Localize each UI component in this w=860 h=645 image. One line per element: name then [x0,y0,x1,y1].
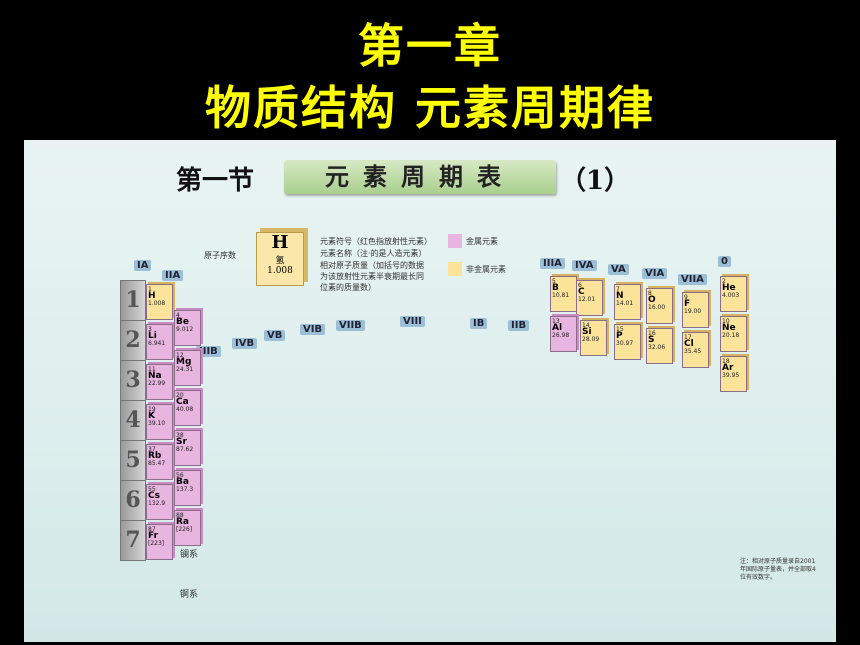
period-label: 1 [120,280,146,321]
period-label: 2 [120,320,146,361]
legend-note-3: 相对原子质量（加括号的数据为该放射性元素半衰期最长同位素的质量数） [320,261,424,292]
group-label: VIIB [336,320,365,331]
period-label: 4 [120,400,146,441]
footnote: 注：相对原子质量录自2001年国际原子量表，并全部取4位有效数字。 [740,558,816,581]
group-label: VIA [642,268,668,279]
group-label: IB [470,318,488,329]
group-label: IIA [162,270,184,281]
legend-note-2: 元素名称（注·的是人造元素） [320,249,427,258]
nonmetal-swatch [448,262,462,276]
legend-nonmetal: 非金属元素 [466,265,506,274]
chapter-title: 第一章 [358,19,502,73]
legend-atomic-number: 原子序数 [204,251,236,260]
period-label: 7 [120,520,146,561]
group-label: IVB [232,338,258,349]
group-label: IIIB [196,346,221,357]
legend-metal: 金属元素 [466,237,498,246]
lanthanide-label: 镧系 [180,550,199,560]
group-label: IIIA [540,258,565,269]
group-label: VA [608,264,629,275]
period-label: 3 [120,360,146,401]
group-label: IIB [508,320,530,331]
metal-swatch [448,234,462,248]
chapter-subtitle: 物质结构 元素周期律 [204,81,655,135]
section-number: （1） [560,166,631,196]
group-label: VIII [400,316,425,327]
group-label: VIB [300,324,326,335]
periodic-table-panel: 第一节 元素周期表 （1） 原子序数 H 氢 1.008 元素符号（红色指放射性… [24,140,836,642]
legend-key-cell: H 氢 1.008 [256,232,304,286]
period-label: 6 [120,480,146,521]
group-label: IVA [572,260,597,271]
group-label: VB [264,330,286,341]
legend-note-1: 元素符号（红色指放射性元素） [320,237,432,246]
section-label: 第一节 [176,166,255,196]
period-label: 5 [120,440,146,481]
group-label: 0 [718,256,731,267]
group-label: IA [134,260,152,271]
section-banner: 元素周期表 [284,160,556,194]
group-label: VIIA [678,274,707,285]
actinide-label: 锕系 [180,590,199,600]
